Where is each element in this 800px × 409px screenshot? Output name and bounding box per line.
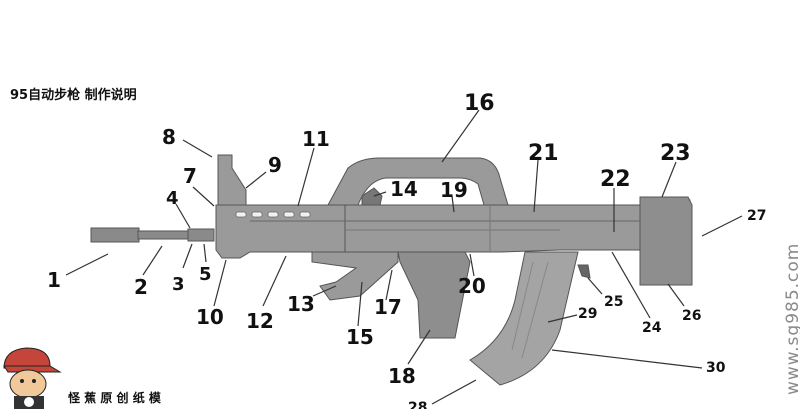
callout-30: 30 <box>706 360 726 376</box>
callout-1: 1 <box>47 268 61 292</box>
callout-15: 15 <box>346 325 374 349</box>
buttstock <box>639 196 693 286</box>
callout-13: 13 <box>287 292 315 316</box>
pistol-grip <box>397 251 471 339</box>
callout-18: 18 <box>388 364 416 388</box>
callouts: 1 2 3 4 5 7 8 9 10 11 12 13 14 15 16 17 … <box>47 91 766 409</box>
callout-12: 12 <box>246 309 274 333</box>
callout-23: 23 <box>660 141 691 166</box>
callout-24: 24 <box>642 320 662 336</box>
callout-16: 16 <box>464 91 495 116</box>
receiver <box>344 199 691 286</box>
callout-25: 25 <box>604 294 623 310</box>
handguard-vents <box>235 211 311 218</box>
callout-29: 29 <box>578 306 597 322</box>
brand-text: 怪 蕉 原 创 纸 模 <box>68 391 161 405</box>
callout-7: 7 <box>183 164 197 188</box>
callout-22: 22 <box>600 167 631 192</box>
callout-19: 19 <box>440 178 468 202</box>
barrel <box>137 230 191 240</box>
callout-5: 5 <box>199 264 212 285</box>
callout-27: 27 <box>747 208 766 224</box>
callout-3: 3 <box>172 274 185 295</box>
callout-28: 28 <box>408 400 427 409</box>
callout-9: 9 <box>268 153 282 177</box>
muzzle <box>90 227 140 243</box>
magazine <box>469 251 579 386</box>
leader-lines <box>65 109 743 405</box>
carry-handle <box>327 157 509 206</box>
front-sight-base <box>187 228 215 242</box>
callout-8: 8 <box>162 125 176 149</box>
callout-14: 14 <box>390 177 418 201</box>
callout-11: 11 <box>302 127 330 151</box>
mascot-logo <box>3 347 62 409</box>
front-sight <box>217 154 247 206</box>
trigger-guard <box>311 251 399 301</box>
callout-2: 2 <box>134 275 148 299</box>
callout-10: 10 <box>196 305 224 329</box>
callout-21: 21 <box>528 141 559 166</box>
magazine-release <box>577 264 591 279</box>
page-title: 95自动步枪 制作说明 <box>10 88 137 103</box>
callout-20: 20 <box>458 274 486 298</box>
callout-17: 17 <box>374 295 402 319</box>
site-watermark: www.sg985.com <box>783 242 800 395</box>
callout-4: 4 <box>166 188 179 209</box>
handguard <box>215 204 346 259</box>
charging-handle <box>361 187 383 206</box>
rifle-illustration <box>90 154 693 386</box>
callout-26: 26 <box>682 308 701 324</box>
